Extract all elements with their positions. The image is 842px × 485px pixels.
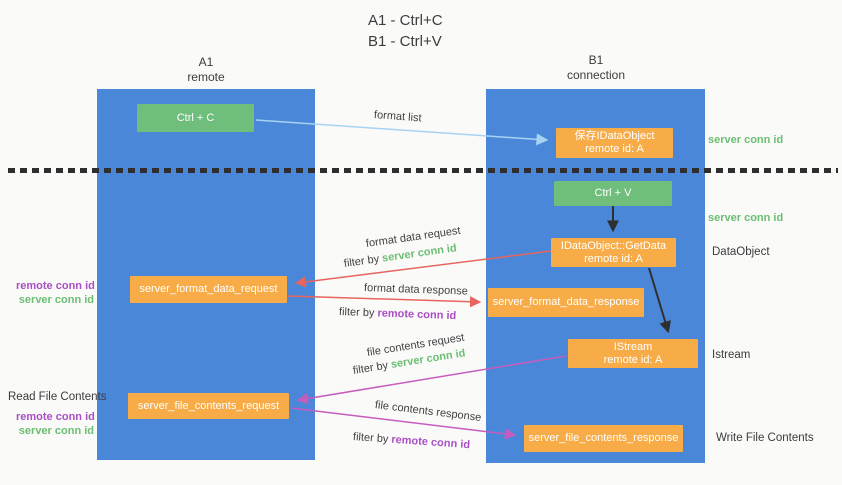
node-ctrl-v: Ctrl + V xyxy=(554,181,672,206)
node-istream: IStream remote id: A xyxy=(568,339,698,368)
lifeline-b1-role: connection xyxy=(566,68,626,82)
node-istream-line2: remote id: A xyxy=(603,353,663,366)
right-server-conn-id-2: server conn id xyxy=(708,212,784,224)
node-server-format-data-request: server_format_data_request xyxy=(130,276,287,303)
node-save-idataobject: 保存IDataObject remote id: A xyxy=(556,128,673,158)
left-server-conn-id-2: server conn id xyxy=(18,425,94,437)
node-ctrl-c-label: Ctrl + C xyxy=(176,111,215,124)
label-file-contents-response: file contents response xyxy=(374,399,482,424)
node-getdata-line1: IDataObject::GetData xyxy=(560,239,667,252)
node-server-file-contents-request: server_file_contents_request xyxy=(128,393,289,419)
node-server-file-contents-response-label: server_file_contents_response xyxy=(528,432,679,444)
left-conn-ids-lower: remote conn id server conn id xyxy=(16,410,95,438)
node-getdata-line2: remote id: A xyxy=(584,252,643,265)
filter-by-text: filter by xyxy=(352,431,389,446)
node-ctrl-v-label: Ctrl + V xyxy=(594,187,632,199)
label-format-list: format list xyxy=(373,109,422,125)
lifeline-b1-name: B1 xyxy=(588,53,604,67)
lifeline-a1-header: A1 remote xyxy=(136,55,276,85)
node-ctrl-c: Ctrl + C xyxy=(137,104,254,132)
lifeline-a1-role: remote xyxy=(187,70,225,84)
lifeline-a1-name: A1 xyxy=(198,55,214,69)
node-server-format-data-response: server_format_data_response xyxy=(488,288,644,317)
node-server-format-data-response-label: server_format_data_response xyxy=(492,296,640,308)
node-server-file-contents-response: server_file_contents_response xyxy=(524,425,683,452)
label-filter-by-server-conn-id-1: filter byserver conn id xyxy=(343,242,457,270)
istream-label: Istream xyxy=(712,349,751,361)
left-remote-conn-id-2: remote conn id xyxy=(16,411,95,423)
node-idataobject-getdata: IDataObject::GetData remote id: A xyxy=(551,238,676,267)
lifeline-b1-header: B1 connection xyxy=(526,53,666,83)
filter-by-text: filter by xyxy=(343,253,380,270)
filter-by-text: filter by xyxy=(338,306,375,320)
diagram-title: A1 - Ctrl+C B1 - Ctrl+V xyxy=(368,10,443,52)
remote-conn-id-text: remote conn id xyxy=(377,307,457,323)
label-format-data-response: format data response xyxy=(363,282,469,298)
node-server-file-contents-request-label: server_file_contents_request xyxy=(137,399,280,412)
left-conn-ids-upper: remote conn id server conn id xyxy=(16,279,95,307)
node-server-format-data-request-label: server_format_data_request xyxy=(139,283,278,295)
node-istream-line1: IStream xyxy=(613,340,653,353)
read-file-contents-label: Read File Contents xyxy=(8,391,107,403)
dataobject-label: DataObject xyxy=(712,246,770,258)
remote-conn-id-text: remote conn id xyxy=(390,433,471,452)
title-line-ctrl-c: A1 - Ctrl+C xyxy=(368,12,443,29)
write-file-contents-label: Write File Contents xyxy=(716,432,814,444)
title-line-ctrl-v: B1 - Ctrl+V xyxy=(368,33,442,50)
machine-boundary-dotted-line xyxy=(8,168,838,173)
filter-by-text: filter by xyxy=(352,359,389,377)
left-server-conn-id-1: server conn id xyxy=(18,294,94,306)
right-server-conn-id-1: server conn id xyxy=(708,134,784,146)
node-save-idataobject-line1: 保存IDataObject xyxy=(574,130,655,142)
left-remote-conn-id-1: remote conn id xyxy=(16,280,95,292)
node-save-idataobject-line2: remote id: A xyxy=(585,143,644,155)
